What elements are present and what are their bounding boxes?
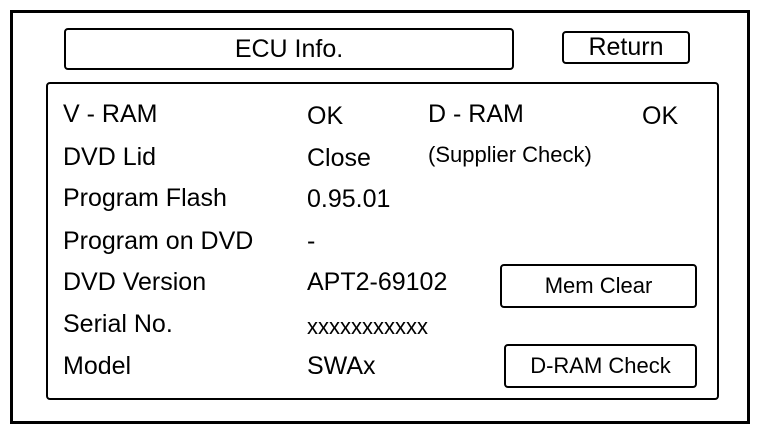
program-on-dvd-label: Program on DVD bbox=[63, 227, 254, 255]
program-on-dvd-value: - bbox=[307, 227, 316, 255]
dram-value: OK bbox=[642, 102, 679, 130]
page-title: ECU Info. bbox=[64, 28, 514, 70]
model-label: Model bbox=[63, 352, 132, 380]
program-flash-value: 0.95.01 bbox=[307, 185, 391, 213]
dvd-version-value: APT2-69102 bbox=[307, 268, 448, 296]
ecu-info-panel bbox=[46, 82, 719, 400]
dram-label: D - RAM bbox=[428, 100, 524, 128]
dvd-lid-value: Close bbox=[307, 144, 371, 172]
program-flash-label: Program Flash bbox=[63, 184, 227, 212]
dvd-version-label: DVD Version bbox=[63, 268, 207, 296]
serial-label: Serial No. bbox=[63, 310, 173, 338]
d-ram-check-button[interactable]: D-RAM Check bbox=[504, 344, 697, 388]
vram-value: OK bbox=[307, 102, 344, 130]
mem-clear-button[interactable]: Mem Clear bbox=[500, 264, 697, 308]
model-value: SWAx bbox=[307, 352, 376, 380]
supplier-check-text: (Supplier Check) bbox=[428, 142, 592, 167]
return-button[interactable]: Return bbox=[562, 31, 690, 64]
serial-value: xxxxxxxxxxx bbox=[307, 314, 428, 339]
dvd-lid-label: DVD Lid bbox=[63, 143, 157, 171]
vram-label: V - RAM bbox=[63, 100, 158, 128]
